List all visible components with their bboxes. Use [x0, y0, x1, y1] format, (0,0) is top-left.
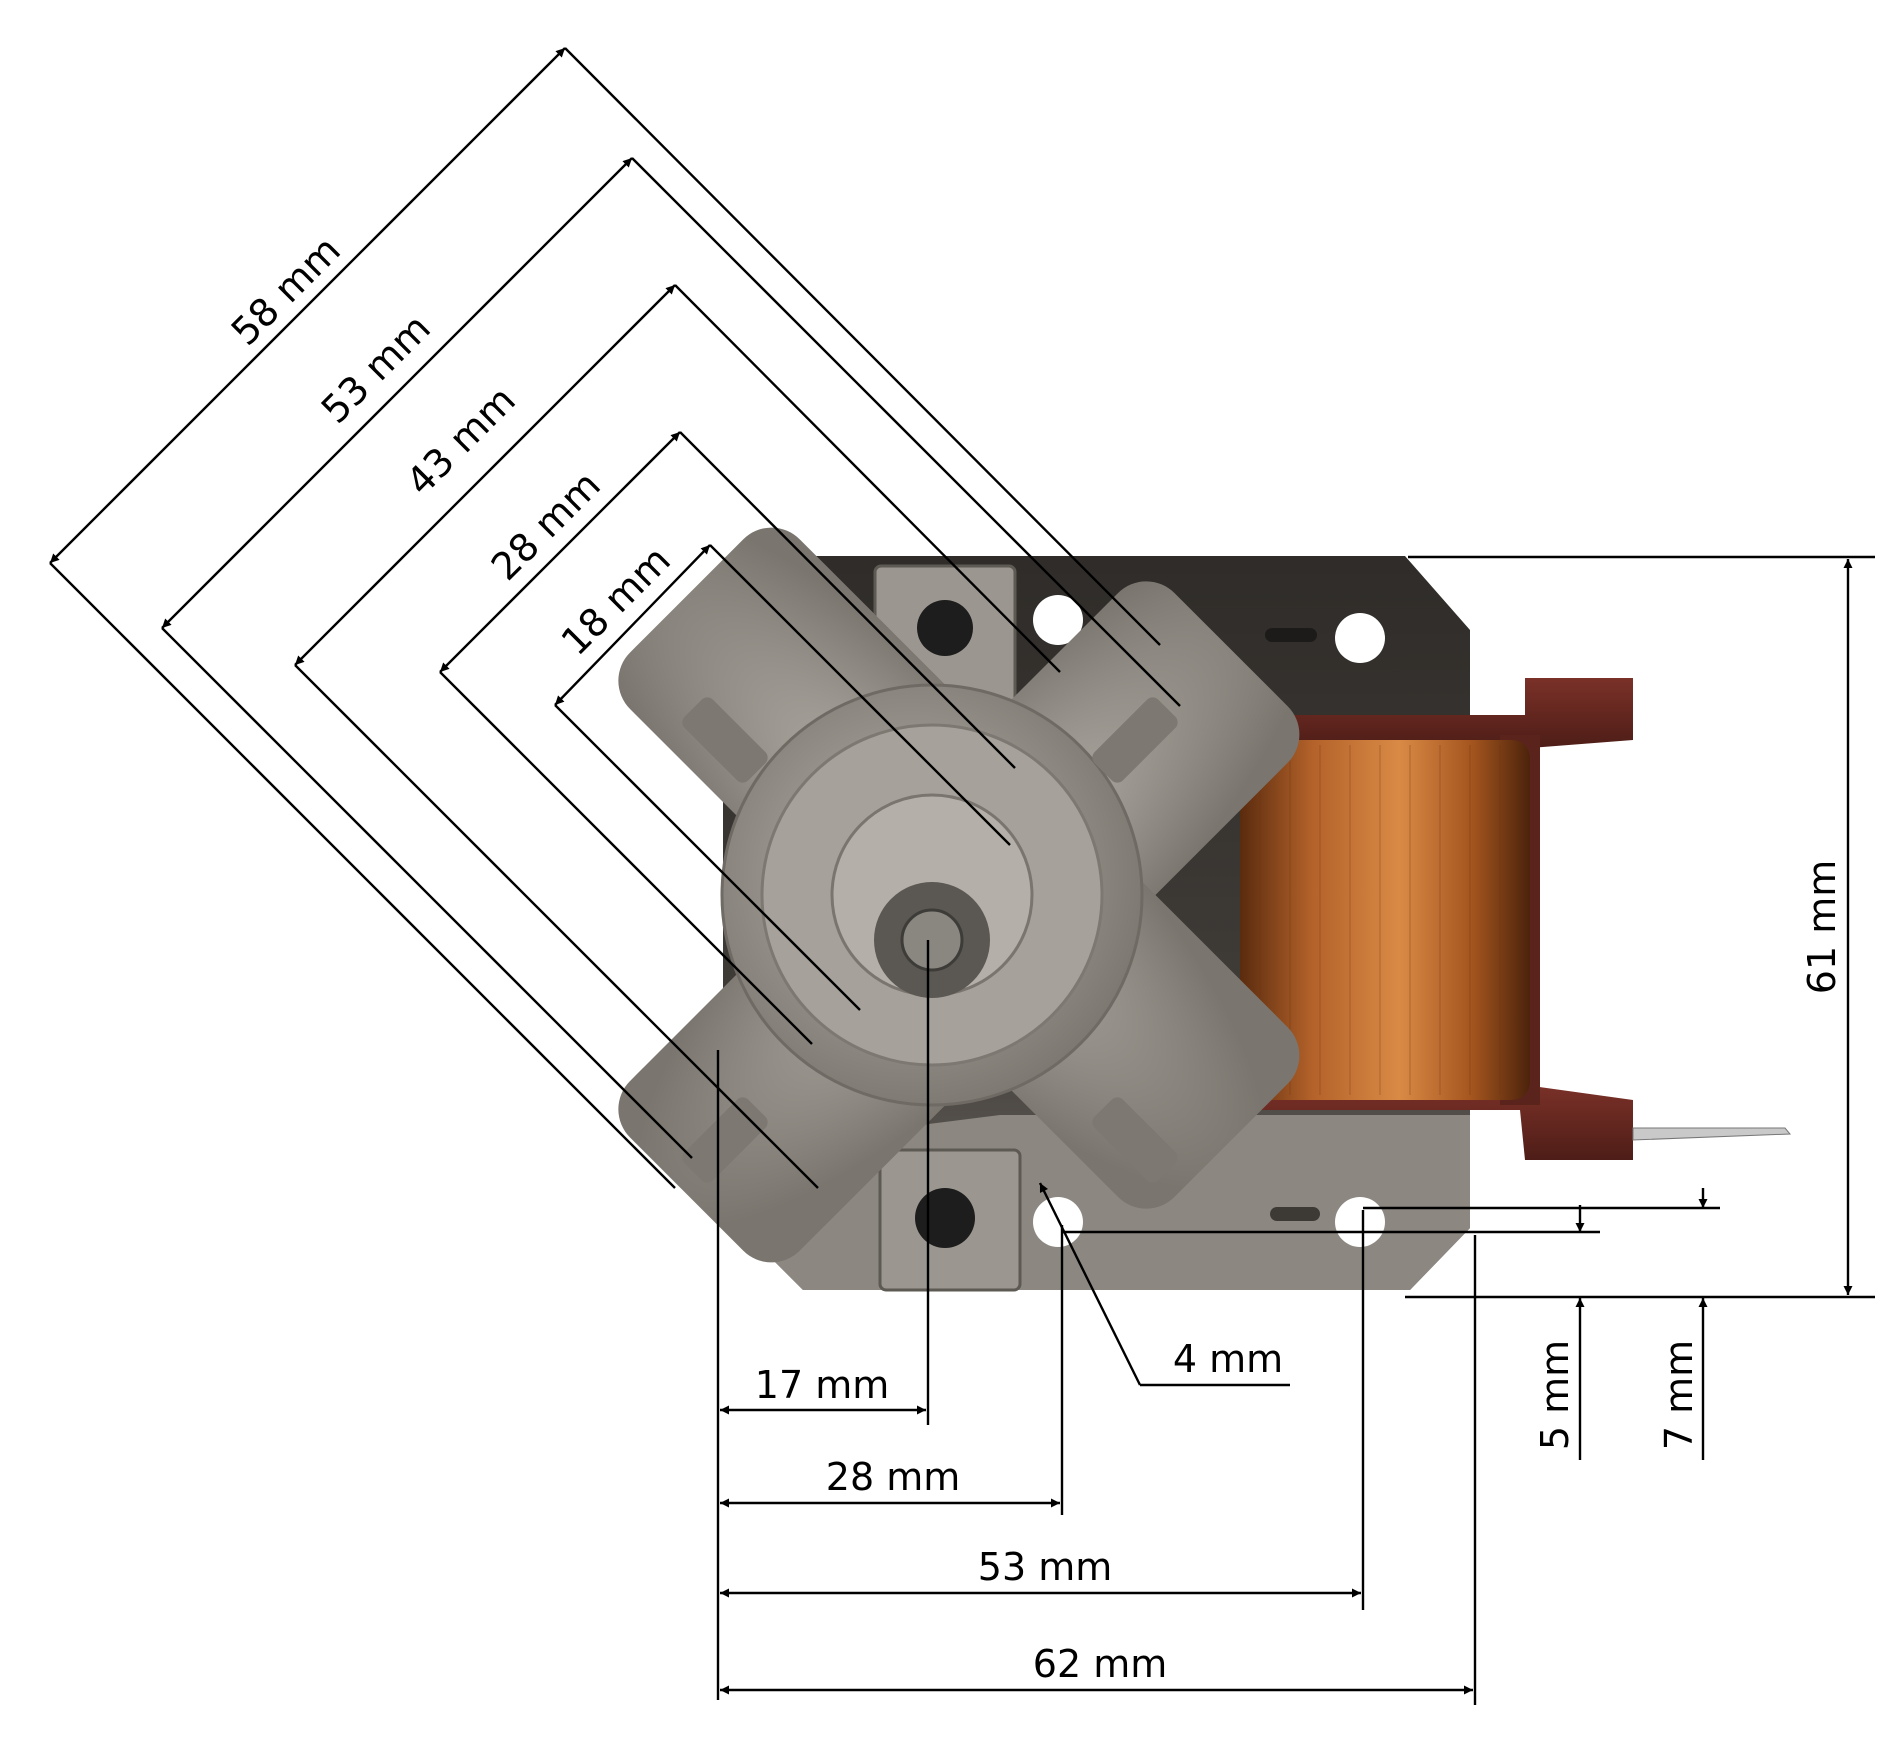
clamp-screw-bottom [915, 1188, 975, 1248]
label-28-mm: 28 mm [826, 1455, 960, 1499]
coil-wire-texture [1259, 745, 1501, 1095]
mounting-hole-bottom-right [1335, 1197, 1385, 1247]
label-7-mm: 7 mm [1657, 1340, 1701, 1450]
label-17-mm: 17 mm [755, 1363, 889, 1407]
label-61-mm: 61 mm [1800, 860, 1844, 994]
mounting-hole-top-right [1335, 613, 1385, 663]
mounting-hole-top-left [1033, 595, 1083, 645]
label-4-mm: 4 mm [1173, 1337, 1283, 1381]
label-28-mm-diag: 28 mm [483, 463, 609, 589]
copper-coil [1240, 740, 1530, 1100]
terminal-pin [1632, 1127, 1792, 1141]
motor-shaft [900, 908, 964, 972]
label-62-mm: 62 mm [1033, 1642, 1167, 1686]
clamp-screw-top [917, 600, 973, 656]
dim-line-53-diag [631, 157, 1181, 707]
label-53-mm: 53 mm [978, 1545, 1112, 1589]
dim-line-28-diag [679, 431, 1016, 769]
bobbin-top-flange [1225, 678, 1633, 748]
motor-housing [618, 527, 1300, 1263]
motor-illustration [618, 527, 1792, 1292]
dim-line-43 [674, 284, 1061, 673]
dim-line-18 [709, 544, 1011, 846]
label-5-mm: 5 mm [1533, 1340, 1577, 1450]
label-43-mm: 43 mm [398, 378, 524, 504]
plate-slot [1265, 628, 1317, 642]
dimension-lines [49, 47, 1875, 1705]
label-58-mm: 58 mm [223, 228, 349, 354]
plate-slot [1270, 1207, 1320, 1221]
dim-line-58 [564, 47, 1161, 646]
dim-line-4 [1038, 1182, 1142, 1386]
